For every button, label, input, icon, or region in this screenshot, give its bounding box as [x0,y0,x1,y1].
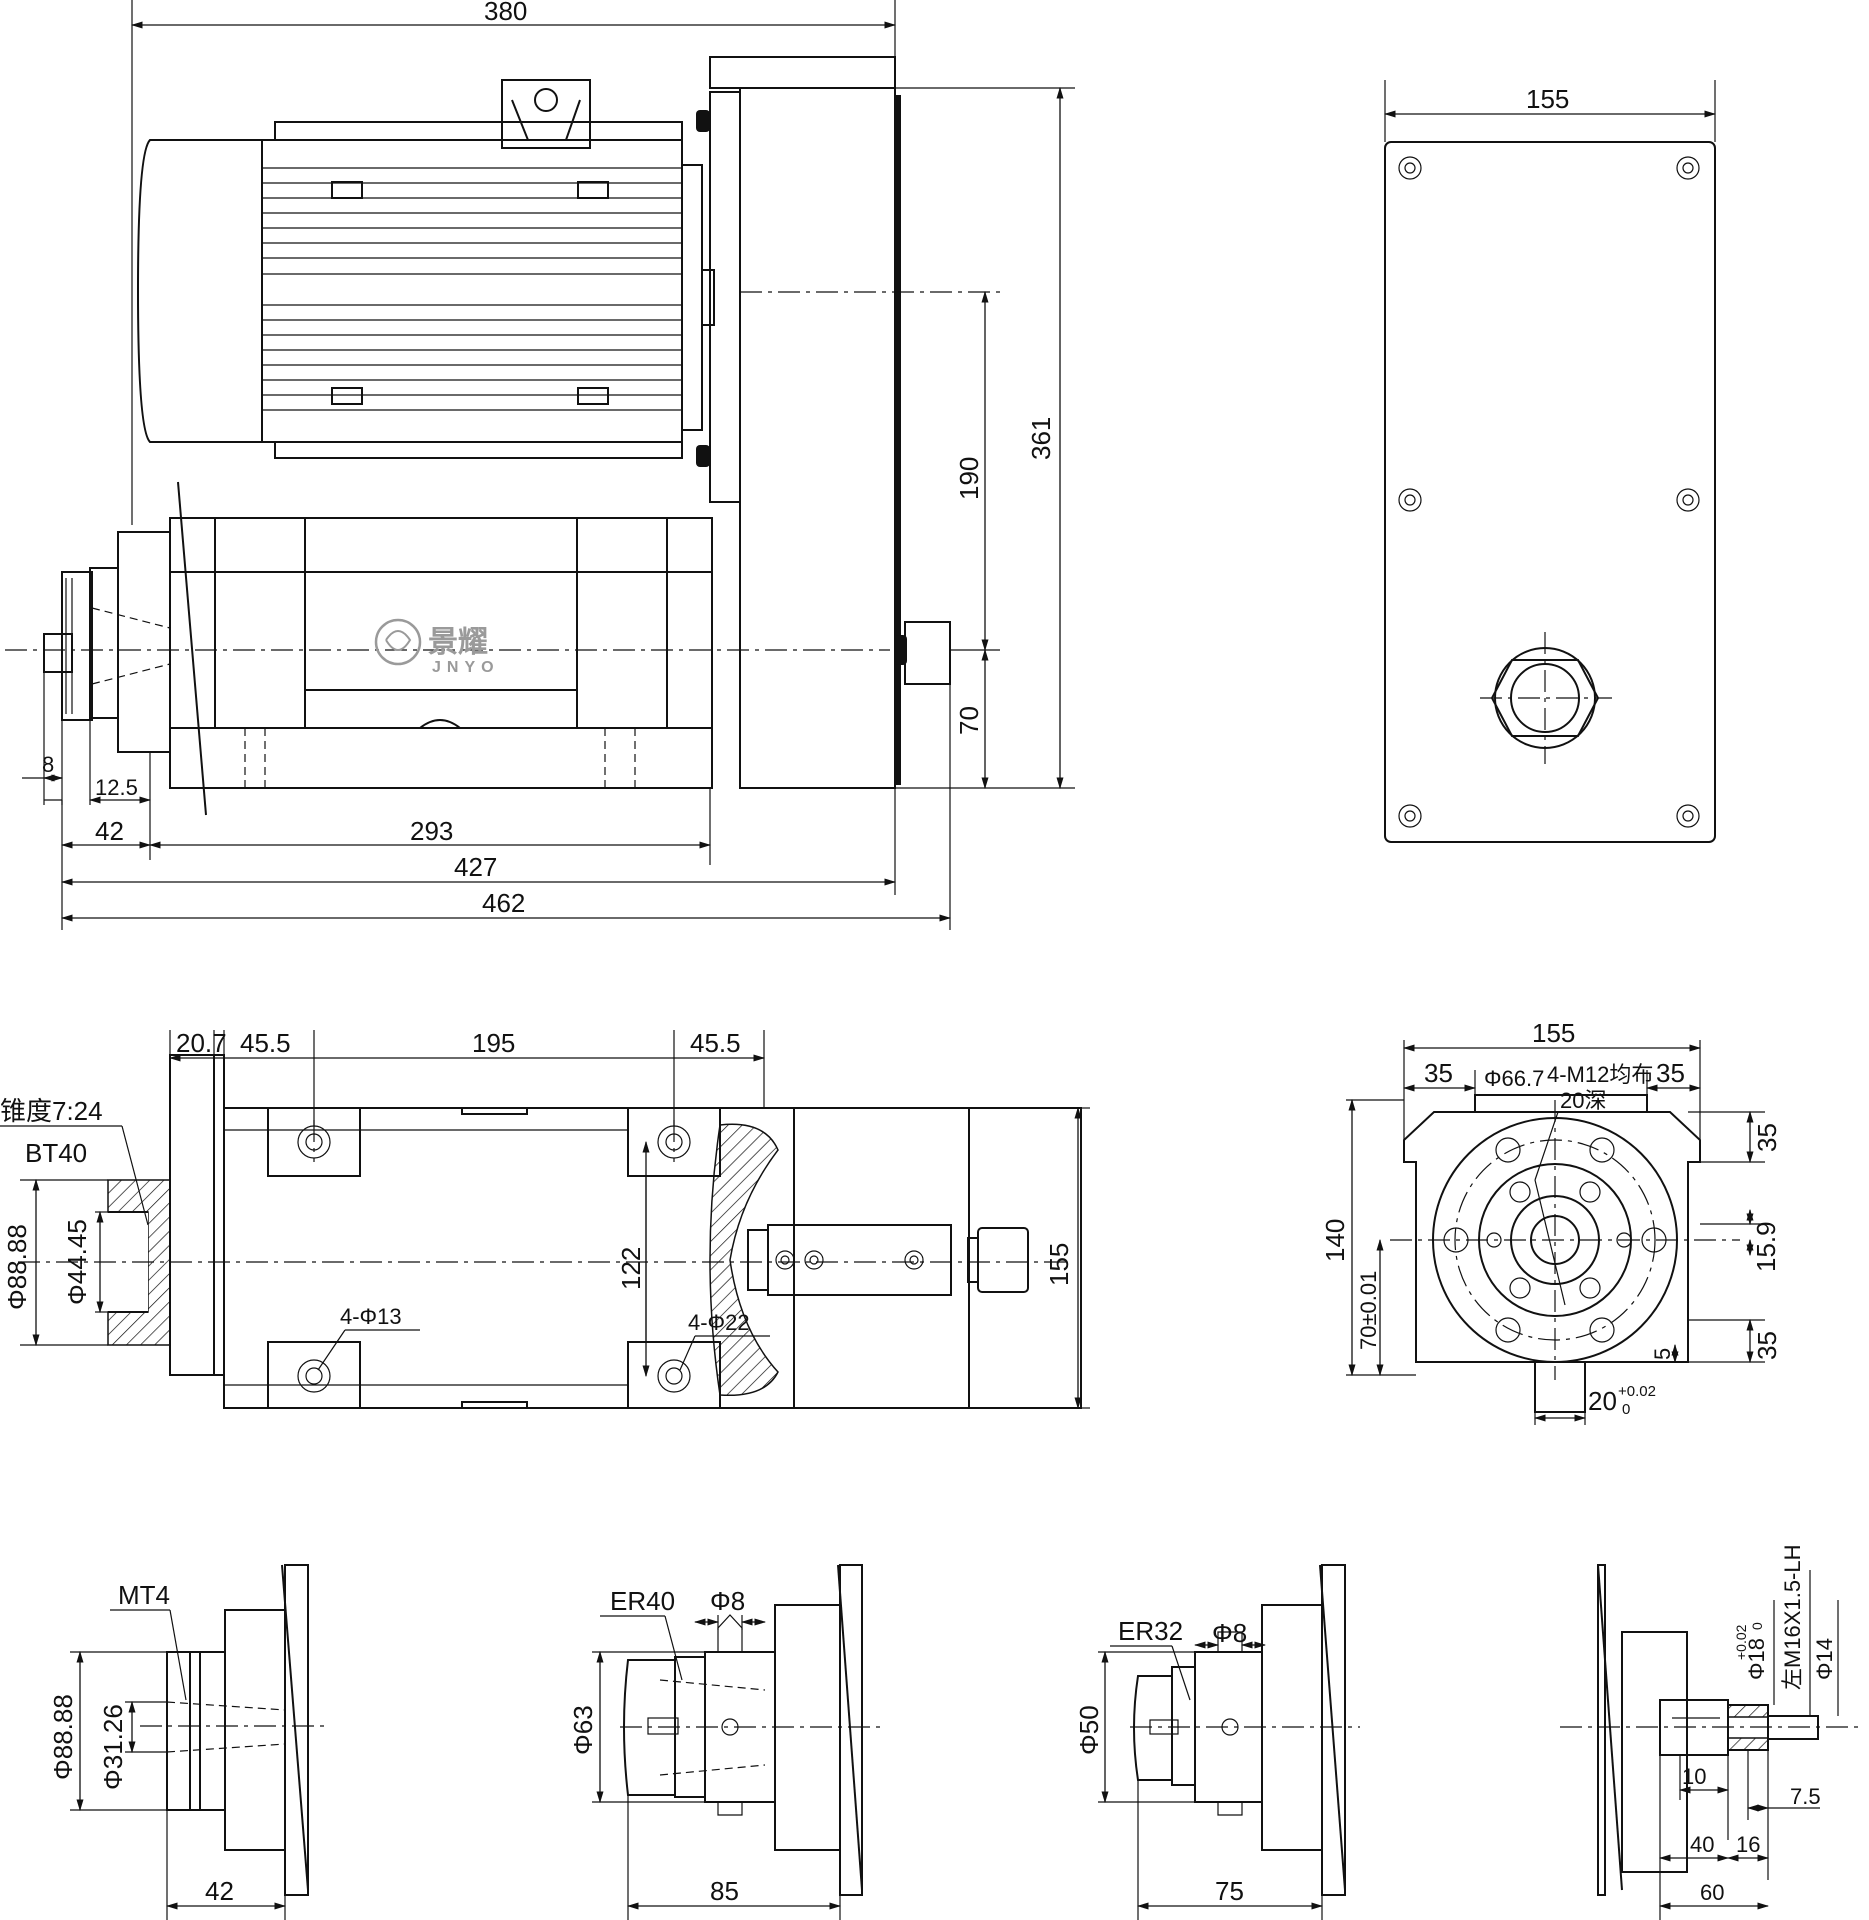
adapter-er32-dia-8: Φ8 [1212,1618,1247,1648]
adapter-er32-dia-50: Φ50 [1074,1705,1104,1755]
adapter-thread-dim-40: 40 [1690,1832,1714,1857]
flange-tol-lower: 0 [1622,1401,1630,1418]
top-view-dimensions: 20.7 45.5 195 45.5 155 122 4-Φ13 4-Φ22 锥… [0,1028,1090,1410]
dim-380: 380 [484,0,527,26]
flange-note-4-m12: 4-M12均布 [1547,1062,1653,1087]
top-dim-195: 195 [472,1028,515,1058]
dim-293: 293 [410,816,453,846]
adapter-threaded: 左M16X1.5-LH Φ18 +0.02 0 Φ14 10 7.5 40 16… [1560,1544,1860,1920]
flange-dim-70-tol: 70±0.01 [1356,1271,1381,1350]
dim-190: 190 [954,457,984,500]
adapter-thread-tol-lower: 0 [1749,1622,1765,1630]
flange-note-20-deep: 20深 [1560,1088,1606,1113]
adapter-er32-label: ER32 [1118,1616,1183,1646]
adapter-er40: ER40 Φ8 Φ63 85 [568,1564,880,1920]
flange-tol-upper: +0.02 [1618,1383,1656,1400]
adapter-thread-dia-14: Φ14 [1812,1638,1837,1680]
front-view: 155 [1383,80,1717,843]
adapter-mt4-length-42: 42 [205,1876,234,1906]
taper-type-label: BT40 [25,1138,87,1168]
dim-12-5: 12.5 [95,775,138,800]
top-dim-155: 155 [1044,1243,1074,1286]
adapter-er40-length-85: 85 [710,1876,739,1906]
top-note-holes-13: 4-Φ13 [340,1304,402,1329]
adapter-mt4-dia-31-26: Φ31.26 [98,1704,128,1790]
adapter-er32-length-75: 75 [1215,1876,1244,1906]
adapter-thread-dim-16: 16 [1736,1832,1760,1857]
flange-dim-155: 155 [1532,1018,1575,1048]
top-note-holes-22: 4-Φ22 [688,1310,750,1335]
adapter-thread-dim-60: 60 [1700,1880,1724,1905]
flange-dim-15-9: 15.9 [1751,1221,1781,1272]
logo-cn: 景耀 [428,626,488,659]
flange-dim-35-bottom: 35 [1752,1331,1782,1360]
logo-en: JNYO [432,659,500,676]
top-dim-45-5-right: 45.5 [690,1028,741,1058]
adapter-mt4-label: MT4 [118,1580,170,1610]
top-dim-45-5-left: 45.5 [240,1028,291,1058]
jnyo-logo: 景耀 JNYO [374,618,500,676]
adapter-mt4-dia-88-88: Φ88.88 [48,1694,78,1780]
top-dim-20-7: 20.7 [176,1028,227,1058]
flange-dim-140: 140 [1320,1219,1350,1262]
dim-70: 70 [954,706,984,735]
top-dim-122: 122 [616,1247,646,1290]
flange-dim-phi-66-7: Φ66.7 [1484,1066,1544,1091]
flange-dim-5: 5 [1650,1348,1675,1360]
flange-dim-35-left: 35 [1424,1058,1453,1088]
top-view: 20.7 45.5 195 45.5 155 122 4-Φ13 4-Φ22 锥… [0,1028,1090,1410]
bore-dia-88-88: Φ88.88 [2,1224,32,1310]
adapter-mt4: MT4 Φ88.88 Φ31.26 42 [48,1564,330,1920]
dim-361: 361 [1026,417,1056,460]
adapter-thread-dim-7-5: 7.5 [1790,1784,1821,1809]
adapter-thread-dia-18: Φ18 [1744,1638,1769,1680]
taper-ratio-note: 锥度7:24 [0,1096,103,1126]
side-view-dimensions: 380 361 190 70 8 12.5 42 293 [22,0,1075,930]
adapter-thread-tol-upper: +0.02 [1733,1624,1749,1660]
dim-427: 427 [454,852,497,882]
side-view: 景耀 JNYO 380 361 190 70 8 [5,0,1075,930]
flange-dim-35-top: 35 [1752,1123,1782,1152]
dim-462: 462 [482,888,525,918]
adapter-er32: ER32 Φ8 Φ50 75 [1074,1564,1360,1920]
adapter-thread-dim-10: 10 [1682,1764,1706,1789]
adapter-er40-dia-63: Φ63 [568,1705,598,1755]
front-dim-155: 155 [1526,84,1569,114]
adapter-thread-spec: 左M16X1.5-LH [1780,1544,1805,1690]
dim-8: 8 [42,752,54,777]
dim-42: 42 [95,816,124,846]
adapter-er40-label: ER40 [610,1586,675,1616]
adapter-er40-dia-8: Φ8 [710,1586,745,1616]
flange-dim-35-right: 35 [1656,1058,1685,1088]
flange-view: 155 35 35 Φ66.7 4-M12均布 20深 140 70±0.01 … [1320,1018,1782,1425]
flange-dim-20: 20 [1588,1386,1617,1416]
bore-dia-44-45: Φ44.45 [62,1219,92,1305]
flange-view-dimensions: 155 35 35 Φ66.7 4-M12均布 20深 140 70±0.01 … [1320,1018,1782,1425]
